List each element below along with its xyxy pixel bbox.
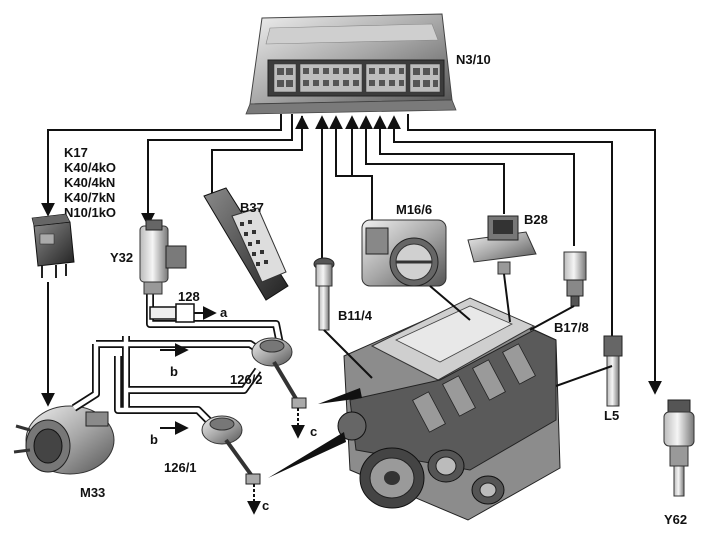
label-126-1: 126/1 xyxy=(164,460,197,475)
line-from-b28 xyxy=(359,115,505,214)
line-to-b37 xyxy=(211,116,303,198)
relay-label-3: K40/4kN xyxy=(64,175,115,190)
label-b17-8: B17/8 xyxy=(554,320,589,335)
label-b37: B37 xyxy=(240,200,264,215)
valve-126-2 xyxy=(251,337,307,439)
callout-wedge-upper xyxy=(318,388,362,404)
line-from-l5 xyxy=(387,115,613,336)
line-to-y32 xyxy=(141,114,293,227)
label-y62: Y62 xyxy=(664,512,687,527)
signal-lines xyxy=(41,114,662,395)
l5-sensor xyxy=(603,335,623,407)
m33-pump xyxy=(13,405,115,475)
label-y32: Y32 xyxy=(110,250,133,265)
label-m16-6: M16/6 xyxy=(396,202,432,217)
relay-label-5: N10/1kO xyxy=(64,205,116,220)
line-to-y62 xyxy=(407,114,662,395)
label-n3-10: N3/10 xyxy=(456,52,491,67)
label-126-2: 126/2 xyxy=(230,372,263,387)
m16-6-throttle xyxy=(361,219,447,287)
relay-label-2: K40/4kO xyxy=(64,160,116,175)
label-m33: M33 xyxy=(80,485,105,500)
b11-4-sensor xyxy=(313,257,335,331)
label-a: a xyxy=(220,305,228,320)
label-b-lower: b xyxy=(150,432,158,447)
line-from-b17-8 xyxy=(373,115,575,246)
relay-list: K17 K40/4kO K40/4kN K40/7kN N10/1kO xyxy=(64,145,116,220)
label-128: 128 xyxy=(178,289,200,304)
engine-block xyxy=(337,297,561,521)
b37-pedal xyxy=(203,187,289,301)
part-128 xyxy=(149,303,217,323)
label-b28: B28 xyxy=(524,212,548,227)
y62-injector xyxy=(663,399,695,497)
label-l5: L5 xyxy=(604,408,619,423)
label-b11-4: B11/4 xyxy=(338,308,373,323)
line-to-relays xyxy=(41,114,282,217)
relay-box xyxy=(31,213,75,278)
relay-label-4: K40/7kN xyxy=(64,190,115,205)
valve-126-1 xyxy=(201,415,261,515)
label-c-lower: c xyxy=(262,498,269,513)
label-c-upper: c xyxy=(310,424,317,439)
y32-valve xyxy=(139,219,187,295)
ecu-n3-10 xyxy=(245,13,457,115)
b28-sensor xyxy=(467,215,537,275)
b17-8-sensor xyxy=(563,251,587,307)
relay-label-1: K17 xyxy=(64,145,88,160)
label-b-upper: b xyxy=(170,364,178,379)
callout-wedge-lower xyxy=(268,432,346,478)
callout-lines xyxy=(323,273,613,387)
line-from-m16-6 xyxy=(329,115,373,222)
